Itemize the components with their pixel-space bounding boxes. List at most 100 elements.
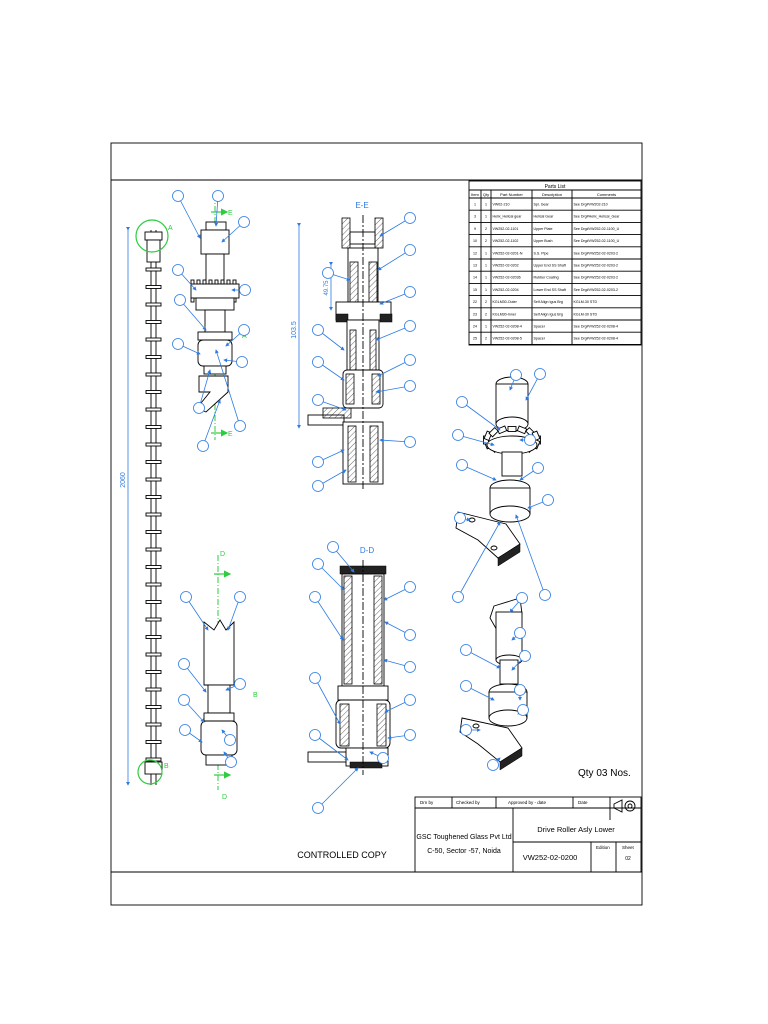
callout-balloon [460, 680, 472, 692]
parts-cell: VW252-02-0208-5 [493, 337, 522, 341]
callout-leader [202, 399, 221, 447]
callout-leader [457, 521, 501, 598]
parts-cell: 2 [485, 337, 487, 341]
callout-leader [198, 369, 212, 409]
section-title-d-d: D-D [360, 546, 374, 555]
parts-cell: See Drg#VW252-02-1100_U [574, 227, 620, 231]
parts-cell: See Drg#VW252-02-0203-2 [574, 276, 619, 280]
callout-balloon [460, 644, 472, 656]
callout-balloon [532, 462, 544, 474]
sheet-border [110, 142, 643, 906]
callout-balloon [225, 756, 237, 768]
callout-balloon [309, 672, 321, 684]
isometric-upper-view [455, 376, 541, 567]
parts-cell: KGLM30-Outer [493, 300, 518, 304]
parts-cell: 1 [485, 276, 487, 280]
callout-balloon [456, 396, 468, 408]
parts-cell: KGLM-30 STD [574, 300, 598, 304]
bottom-detail-view: D D B [200, 551, 258, 801]
view-label-a: A [242, 333, 247, 340]
callout-balloon [312, 558, 324, 570]
parts-cell: 9 [474, 227, 476, 231]
callout-balloon [178, 694, 190, 706]
parts-cell: KGLM30-Inner [493, 312, 517, 316]
top-detail-view: E E A [190, 195, 247, 440]
drawing-title: Drive Roller Asly Lower [537, 825, 615, 834]
callout-balloon [377, 752, 389, 764]
parts-cell: VW252-02-0208-4 [493, 325, 522, 329]
parts-cell: See Drg#VW252-02-0203-2 [574, 288, 619, 292]
parts-cell: See Drg#VW252-02-0203-2 [574, 264, 619, 268]
callout-balloon [312, 480, 324, 492]
checked-by-label: Checked by [456, 800, 481, 805]
callout-balloon [404, 286, 416, 298]
parts-cell: See Drg#VW252-02-1100_U [574, 239, 620, 243]
parts-cell: 1 [485, 215, 487, 219]
parts-header-part-number: Part Number [500, 192, 523, 197]
callout-balloon [452, 591, 464, 603]
callout-leader [183, 663, 207, 693]
section-e-e-view: E-E 103.5 49.75 [291, 201, 393, 490]
callout-leader [179, 299, 207, 331]
detail-label-a: A [168, 225, 173, 232]
cut-label-e-top: E [228, 210, 233, 217]
callout-balloon [172, 264, 184, 276]
parts-cell: 2 [485, 227, 487, 231]
parts-cell: VW02-210 [493, 203, 510, 207]
detail-label-b-left: B [164, 763, 169, 770]
callout-leader [317, 563, 345, 591]
callout-leader [215, 349, 241, 427]
callout-balloon [312, 356, 324, 368]
parts-header-qty: Qty [483, 192, 489, 197]
callout-balloon [236, 356, 248, 368]
callout-balloon [234, 591, 246, 603]
callout-leader [461, 464, 497, 481]
callout-balloon [524, 434, 536, 446]
section-small-dim: 49.75 [324, 280, 330, 296]
parts-cell: VW252-02-1102 [493, 239, 519, 243]
callout-balloon [224, 734, 236, 746]
cut-label-d-top: D [220, 551, 225, 558]
callout-leader [515, 514, 546, 596]
callout-leader [375, 325, 411, 341]
parts-cell: Spacer [534, 337, 546, 341]
parts-cell: VW252-02-02036 [493, 276, 521, 280]
callout-balloon [239, 284, 251, 296]
parts-list-title: Parts List [545, 184, 566, 190]
parts-cell: VW252-02-0204 [493, 288, 519, 292]
callout-balloon [238, 324, 250, 336]
callout-balloon [487, 759, 499, 771]
view-label-b: B [253, 692, 258, 699]
callout-balloon [179, 724, 191, 736]
parts-cell: 1 [485, 203, 487, 207]
company-name: GSC Toughened Glass Pvt Ltd [416, 834, 511, 841]
callout-leader [317, 767, 359, 809]
date-label: Date [578, 800, 588, 805]
callout-balloon [517, 704, 529, 716]
title-block: Drn by Checked by Approved by - date Dat… [414, 796, 642, 873]
parts-cell: Lower End SS Shaft [534, 288, 566, 292]
parts-cell: VW252-02-1101 [493, 227, 519, 231]
callout-leader [377, 249, 411, 271]
callout-balloon [456, 459, 468, 471]
parts-cell: 1 [485, 288, 487, 292]
parts-cell: 2 [485, 300, 487, 304]
quantity-note: Qty 03 Nos. [578, 768, 631, 779]
parts-cell: Spl. Gear [534, 203, 550, 207]
callout-balloon [539, 589, 551, 601]
callout-leader [314, 677, 341, 725]
cut-label-d-bottom: D [222, 794, 227, 801]
parts-cell: 10 [473, 239, 477, 243]
edition-label: Edition [596, 845, 610, 850]
parts-cell: S.S. Pipe [534, 251, 549, 255]
callout-balloon [514, 684, 526, 696]
parts-cell: 15 [473, 288, 477, 292]
callout-leader [314, 596, 344, 641]
callout-balloon [212, 190, 224, 202]
parts-cell: VW252-02-0202 [493, 264, 519, 268]
parts-cell: 1 [474, 203, 476, 207]
callout-balloons [172, 190, 554, 814]
parts-cell: 2 [485, 239, 487, 243]
